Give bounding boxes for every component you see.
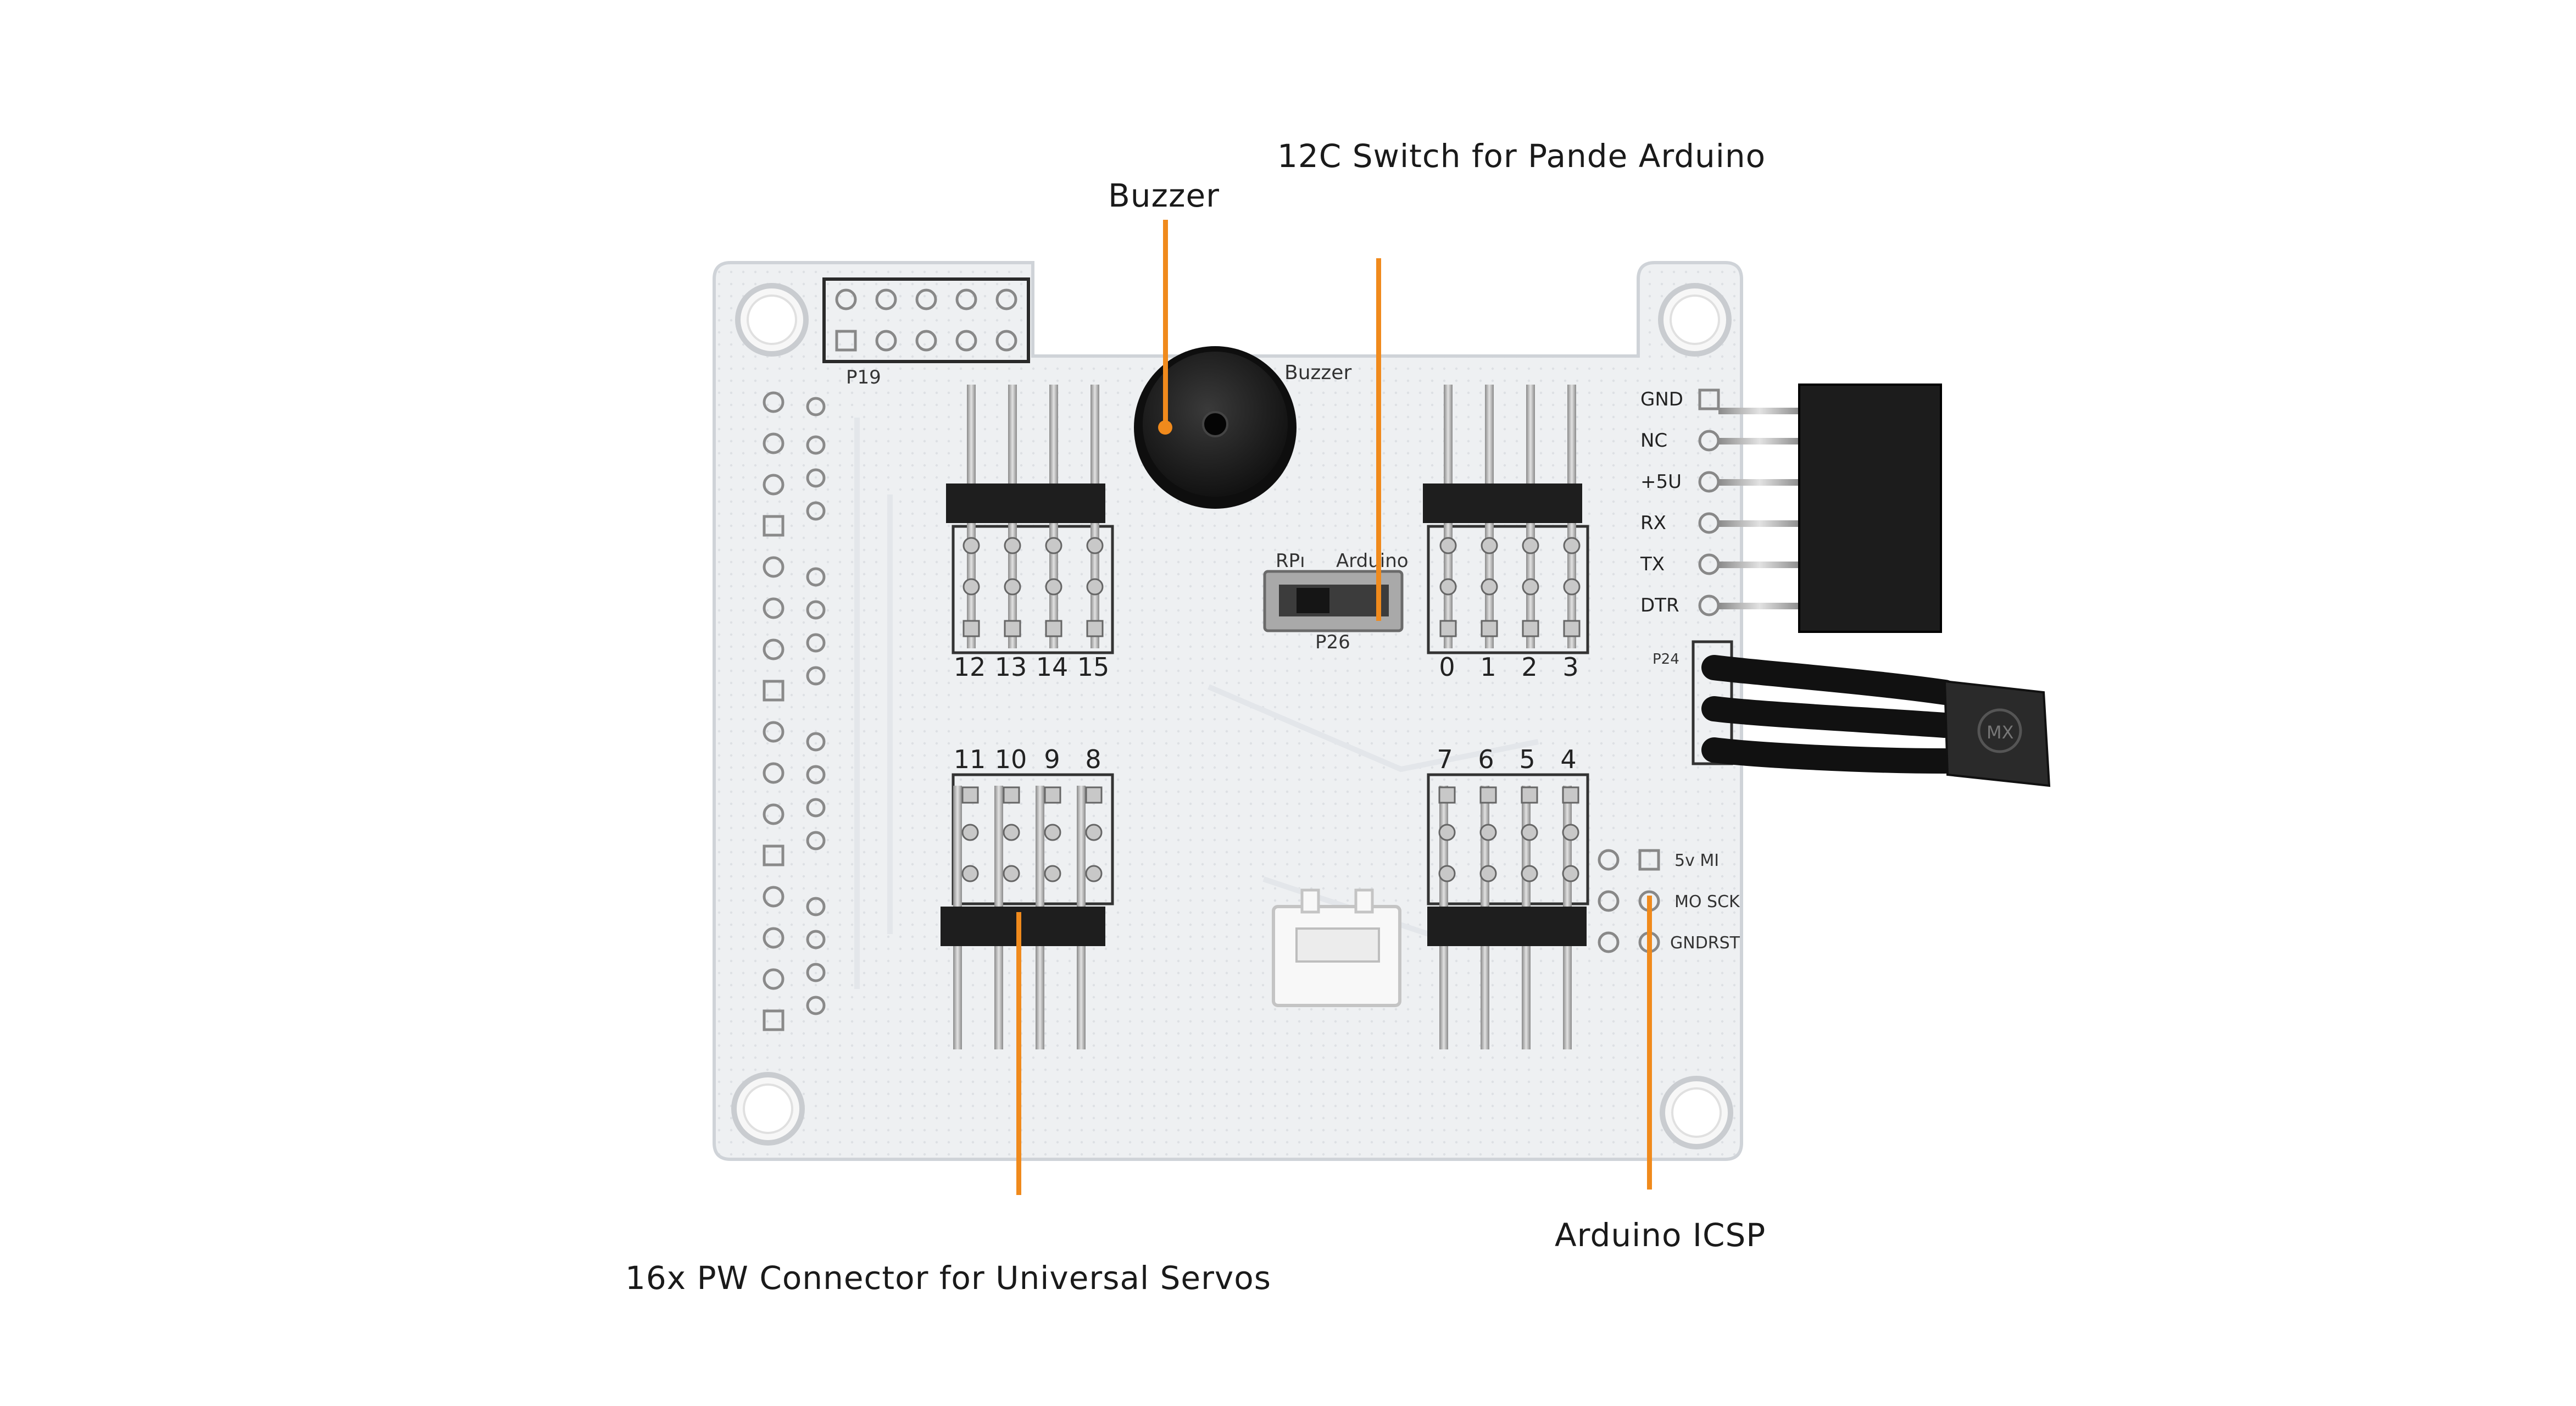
icsp-row2-label: MO SCK — [1674, 892, 1740, 912]
i2c-switch-callout: 12C Switch for Pande Arduino — [1277, 137, 1766, 175]
icsp-row1-label: 5v MI — [1674, 851, 1719, 870]
servo-leader-line — [1016, 912, 1021, 1195]
buzzer-leader-line — [1163, 220, 1168, 429]
servo-group-12-15: 12 13 14 15 — [946, 385, 1114, 682]
p24-connector: P24 MX — [1653, 640, 2051, 787]
servo-label-12: 12 — [954, 652, 986, 682]
uart-tx-label: TX — [1640, 553, 1665, 575]
servo-label-14: 14 — [1036, 652, 1069, 682]
buzzer-leader-dot — [1158, 420, 1172, 435]
servo-label-5: 5 — [1519, 744, 1535, 774]
servo-label-7: 7 — [1437, 744, 1453, 774]
uart-dtr-label: DTR — [1640, 594, 1679, 616]
icsp-callout: Arduino ICSP — [1555, 1216, 1766, 1254]
servo-label-0: 0 — [1439, 652, 1455, 682]
servo-label-6: 6 — [1478, 744, 1494, 774]
uart-header: GND NC +5U RX TX DTR — [1640, 384, 1942, 633]
icsp-row3-label: GNDRST — [1670, 933, 1740, 953]
servo-label-11: 11 — [954, 744, 986, 774]
switch-p26-label: P26 — [1315, 631, 1350, 653]
uart-rx-label: RX — [1640, 512, 1666, 534]
servo-label-9: 9 — [1044, 744, 1060, 774]
servo-label-4: 4 — [1560, 744, 1576, 774]
buzzer-silk-label: Buzzer — [1284, 362, 1351, 384]
uart-nc-label: NC — [1640, 430, 1667, 452]
servo-group-11-8: 11 10 9 8 — [941, 744, 1114, 1049]
switch-rp-label: RPı — [1276, 550, 1305, 572]
servo-label-8: 8 — [1085, 744, 1101, 774]
servo-connectors-callout: 16x PW Connector for Universal Servos — [625, 1259, 1271, 1297]
servo-label-2: 2 — [1521, 652, 1537, 682]
servo-label-1: 1 — [1480, 652, 1496, 682]
i2c-switch-leader-line — [1376, 258, 1381, 621]
switch-arduino-label: Arduino — [1336, 550, 1409, 572]
buzzer-callout: Buzzer — [1108, 177, 1220, 214]
servo-label-3: 3 — [1562, 652, 1578, 682]
servo-label-15: 15 — [1077, 652, 1110, 682]
icsp-header: 5v MI MO SCK GNDRST — [1598, 849, 1740, 953]
servo-group-0-3: 0 1 2 3 — [1423, 385, 1589, 682]
buzzer-component: Buzzer — [1134, 346, 1351, 509]
left-pin-column — [763, 391, 826, 1031]
uart-5v-label: +5U — [1640, 471, 1682, 493]
servo-label-13: 13 — [995, 652, 1027, 682]
servo-label-10: 10 — [995, 744, 1027, 774]
i2c-slide-switch: RPı Arduino P26 — [1263, 550, 1409, 653]
sensor-mark: MX — [1987, 722, 2014, 743]
power-connector — [1272, 888, 1401, 1007]
p19-label: P19 — [846, 366, 881, 388]
uart-gnd-label: GND — [1640, 388, 1683, 410]
mounting-holes — [731, 283, 1733, 1149]
p24-label: P24 — [1653, 651, 1679, 668]
p19-header: P19 — [822, 277, 1030, 388]
servo-group-7-4: 7 6 5 4 — [1427, 744, 1589, 1049]
icsp-leader-line — [1647, 896, 1652, 1190]
